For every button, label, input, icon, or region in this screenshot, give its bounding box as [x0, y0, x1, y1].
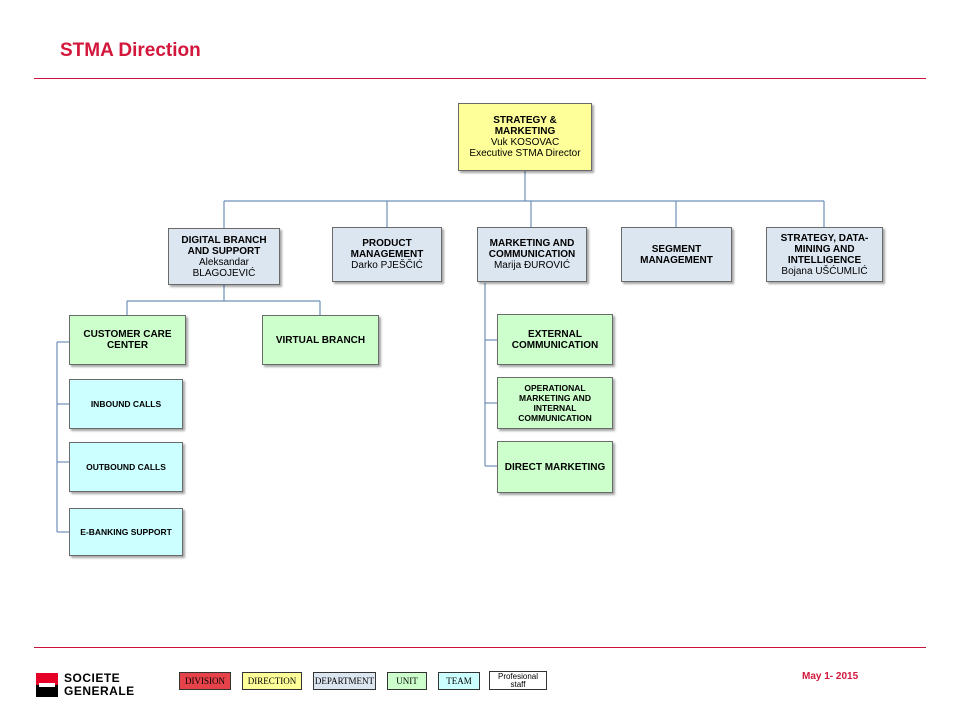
org-node-strategy-marketing: STRATEGY & MARKETING Vuk KOSOVAC Executi… — [458, 103, 592, 171]
org-node-inbound-calls: INBOUND CALLS — [69, 379, 183, 429]
node-title: CUSTOMER CARE CENTER — [83, 329, 172, 351]
node-title: INBOUND CALLS — [90, 399, 162, 409]
org-node-marketing-communication: MARKETING AND COMMUNICATION Marija ĐUROV… — [477, 227, 587, 282]
node-title: DIRECT MARKETING — [504, 461, 606, 473]
node-title: MARKETING AND COMMUNICATION — [488, 238, 576, 260]
org-node-digital-branch: DIGITAL BRANCH AND SUPPORT Aleksandar BL… — [168, 228, 280, 285]
org-node-customer-care-center: CUSTOMER CARE CENTER — [69, 315, 186, 365]
logo-line2: GENERALE — [64, 684, 135, 698]
node-title: PRODUCT MANAGEMENT — [350, 238, 424, 260]
org-node-ebanking-support: E-BANKING SUPPORT — [69, 508, 183, 556]
logo-line1: SOCIETE — [64, 671, 121, 685]
page-title: STMA Direction — [60, 40, 201, 61]
logo-mark-icon — [36, 673, 58, 697]
node-person: Marija ĐUROVIĆ — [493, 260, 571, 271]
legend-department: Department — [313, 672, 376, 690]
node-person: Bojana UŠĆUMLIĆ — [781, 265, 868, 277]
node-title: STRATEGY, DATA- MINING AND INTELLIGENCE — [780, 232, 869, 266]
node-title: DIGITAL BRANCH AND SUPPORT — [181, 234, 267, 257]
legend-direction: Direction — [242, 672, 302, 690]
footer-date: May 1- 2015 — [802, 671, 859, 682]
org-node-strategy-data: STRATEGY, DATA- MINING AND INTELLIGENCE … — [766, 227, 883, 282]
node-title: SEGMENT MANAGEMENT — [640, 243, 713, 266]
node-person: Vuk KOSOVAC Executive STMA Director — [469, 137, 581, 159]
org-node-outbound-calls: OUTBOUND CALLS — [69, 442, 183, 492]
node-title: E-BANKING SUPPORT — [80, 527, 172, 537]
node-person: Darko PJEŠČIĆ — [351, 260, 423, 271]
node-title: OUTBOUND CALLS — [86, 462, 166, 472]
node-title: VIRTUAL BRANCH — [275, 334, 366, 346]
node-title: OPERATIONAL MARKETING AND INTERNAL COMMU… — [518, 383, 592, 423]
org-node-external-communication: EXTERNAL COMMUNICATION — [497, 314, 613, 365]
header-divider — [34, 78, 926, 79]
societe-generale-logo: SOCIETE GENERALE — [36, 672, 166, 698]
node-title: EXTERNAL COMMUNICATION — [511, 328, 599, 351]
org-node-segment-management: SEGMENT MANAGEMENT — [621, 227, 732, 282]
org-node-product-management: PRODUCT MANAGEMENT Darko PJEŠČIĆ — [332, 227, 442, 282]
logo-text: SOCIETE GENERALE — [64, 672, 135, 698]
org-node-direct-marketing: DIRECT MARKETING — [497, 441, 613, 493]
legend-division: Division — [179, 672, 231, 690]
org-node-operational-marketing: OPERATIONAL MARKETING AND INTERNAL COMMU… — [497, 377, 613, 429]
node-person: Aleksandar BLAGOJEVIĆ — [192, 256, 256, 279]
legend-professional-staff: Profesional staff — [489, 671, 547, 690]
legend-team: Team — [438, 672, 480, 690]
node-title: STRATEGY & MARKETING — [493, 115, 557, 137]
org-node-virtual-branch: VIRTUAL BRANCH — [262, 315, 379, 365]
footer-divider — [34, 647, 926, 648]
legend-unit: Unit — [387, 672, 427, 690]
